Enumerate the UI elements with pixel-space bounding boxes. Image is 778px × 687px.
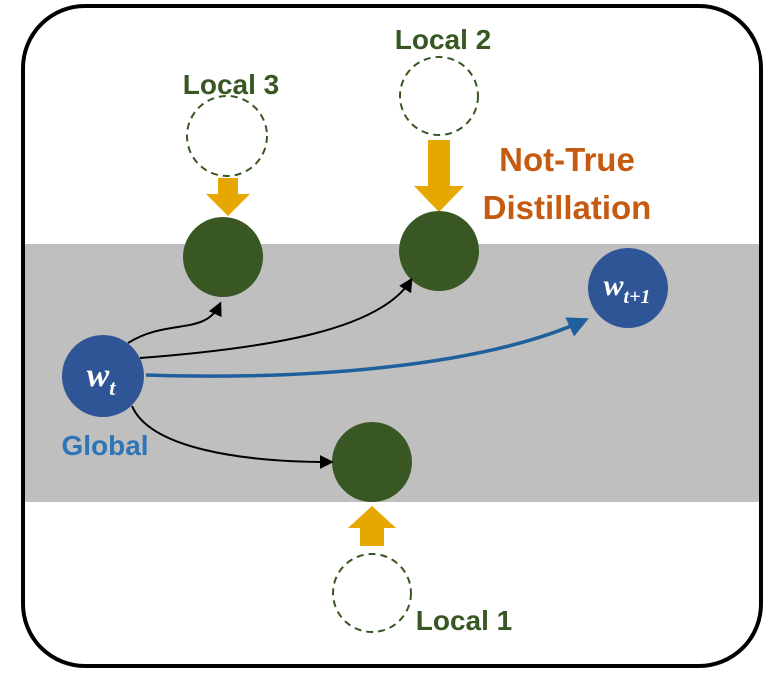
global-label: Global	[61, 430, 148, 461]
not-true-label-line2: Distillation	[483, 189, 652, 226]
not-true-label-line1: Not-True	[499, 141, 635, 178]
local-1-label: Local 1	[416, 605, 512, 636]
local-3-label: Local 3	[183, 69, 279, 100]
global-model-node-wt	[62, 335, 144, 417]
local-2-model-node	[399, 211, 479, 291]
wt-subscript: t	[109, 375, 116, 400]
local-3-model-node	[183, 217, 263, 297]
outer-frame	[21, 4, 763, 668]
arrow-global-to-local-3	[127, 301, 222, 344]
arrow-global-to-local-1	[131, 405, 334, 469]
local-3-distill-arrow	[206, 178, 250, 216]
local-1-ghost-circle	[332, 553, 412, 633]
local-1-model-node	[332, 422, 412, 502]
local-3-ghost-circle	[186, 95, 268, 177]
wt1-symbol: wt+1	[604, 269, 651, 308]
local-2-distill-arrow	[414, 140, 464, 212]
local-2-label: Local 2	[395, 24, 491, 55]
local-1-distill-arrow	[348, 506, 396, 546]
global-model-node-wt1	[588, 248, 668, 328]
arrow-global-update	[145, 317, 589, 378]
wt1-subscript: t+1	[624, 286, 651, 308]
arrow-global-to-local-2	[139, 277, 413, 359]
wt-symbol: wt	[87, 357, 117, 400]
local-2-ghost-circle	[399, 56, 479, 136]
